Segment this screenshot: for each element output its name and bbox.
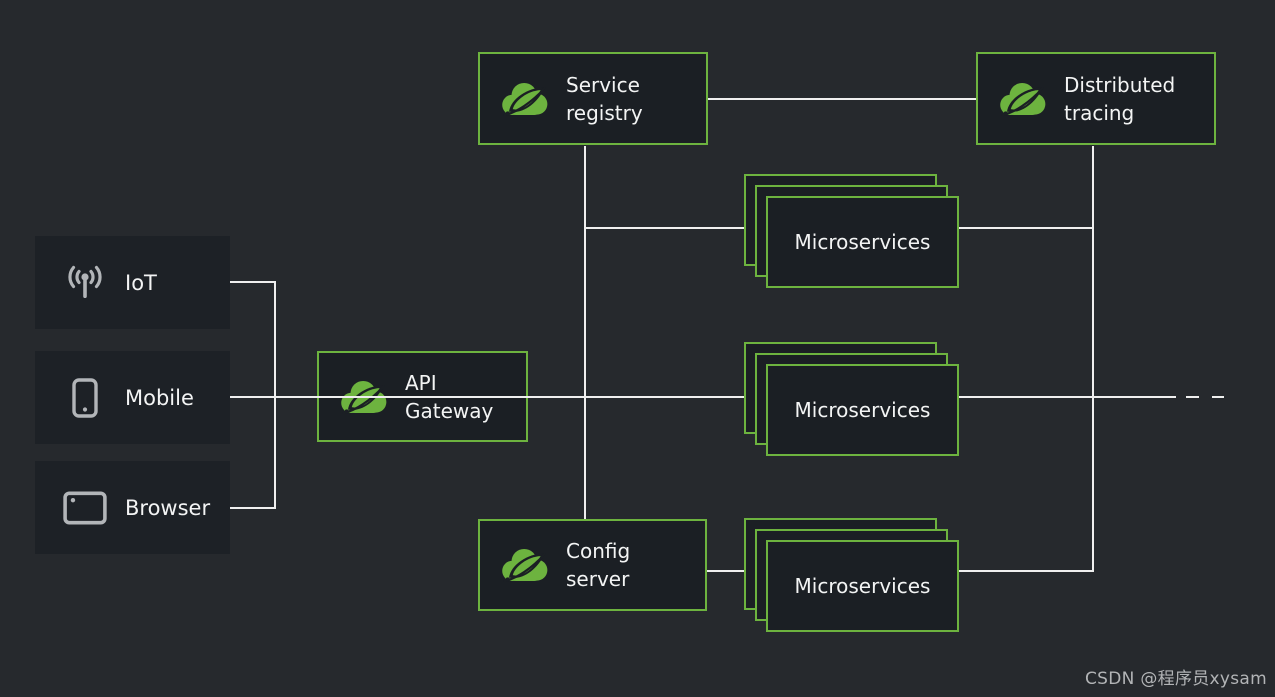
- microservices-label: Microservices: [794, 574, 931, 598]
- mobile-phone-icon: [63, 378, 107, 418]
- watermark: CSDN @程序员xysam: [1084, 669, 1267, 689]
- node-distributed-tracing: Distributed tracing: [976, 52, 1216, 145]
- node-config-server: Config server: [478, 519, 707, 611]
- stack-layer-front: Microservices: [766, 196, 959, 288]
- microservices-stack-1: Microservices: [744, 174, 959, 288]
- node-service-registry: Service registry: [478, 52, 708, 145]
- browser-window-icon: [63, 488, 107, 528]
- spring-cloud-logo-icon: [498, 544, 552, 586]
- connector-tracing-stack3: [959, 146, 1094, 572]
- node-api-gateway: API Gateway: [317, 351, 528, 442]
- client-node-mobile: Mobile: [35, 351, 230, 444]
- client-label-mobile: Mobile: [125, 385, 194, 410]
- microservices-stack-2: Microservices: [744, 342, 959, 456]
- client-label-browser: Browser: [125, 495, 211, 520]
- microservices-stack-3: Microservices: [744, 518, 959, 632]
- node-label-service-registry: Service registry: [566, 72, 643, 125]
- stack-layer-front: Microservices: [766, 540, 959, 632]
- iot-antenna-icon: [63, 263, 107, 303]
- microservices-label: Microservices: [794, 230, 931, 254]
- client-node-iot: IoT: [35, 236, 230, 329]
- microservices-label: Microservices: [794, 398, 931, 422]
- spring-cloud-logo-icon: [337, 376, 391, 418]
- node-label-api-gateway: API Gateway: [405, 370, 494, 423]
- client-node-browser: Browser: [35, 461, 230, 554]
- spring-cloud-logo-icon: [498, 78, 552, 120]
- client-label-iot: IoT: [125, 270, 157, 295]
- spring-cloud-logo-icon: [996, 78, 1050, 120]
- stack-layer-front: Microservices: [766, 364, 959, 456]
- node-label-distributed-tracing: Distributed tracing: [1064, 72, 1176, 125]
- node-label-config-server: Config server: [566, 539, 631, 591]
